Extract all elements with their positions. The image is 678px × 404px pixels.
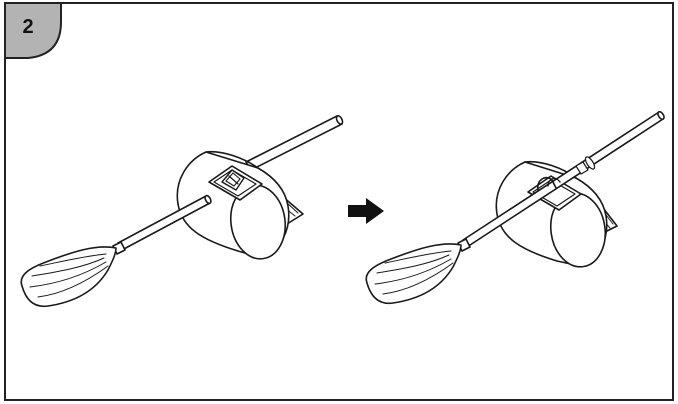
- float-pontoon-icon: [176, 150, 304, 260]
- paddle-icon: [365, 110, 665, 305]
- right-arrow-icon: [348, 198, 384, 224]
- float-pontoon-icon: [495, 160, 618, 268]
- step-badge: 2: [4, 2, 62, 59]
- left-illustration: [20, 115, 344, 308]
- right-illustration: [365, 110, 665, 305]
- paddle-icon: [20, 194, 212, 308]
- step-number: 2: [22, 16, 33, 38]
